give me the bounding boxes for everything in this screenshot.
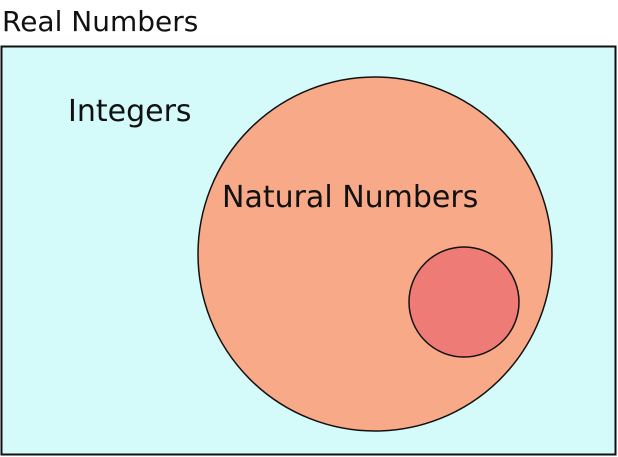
natural-numbers-label: Natural Numbers — [222, 180, 478, 215]
integers-label: Integers — [68, 94, 192, 129]
natural-numbers-circle — [197, 76, 553, 432]
diagram-title: Real Numbers — [2, 5, 198, 38]
inner-set-circle — [408, 246, 520, 358]
